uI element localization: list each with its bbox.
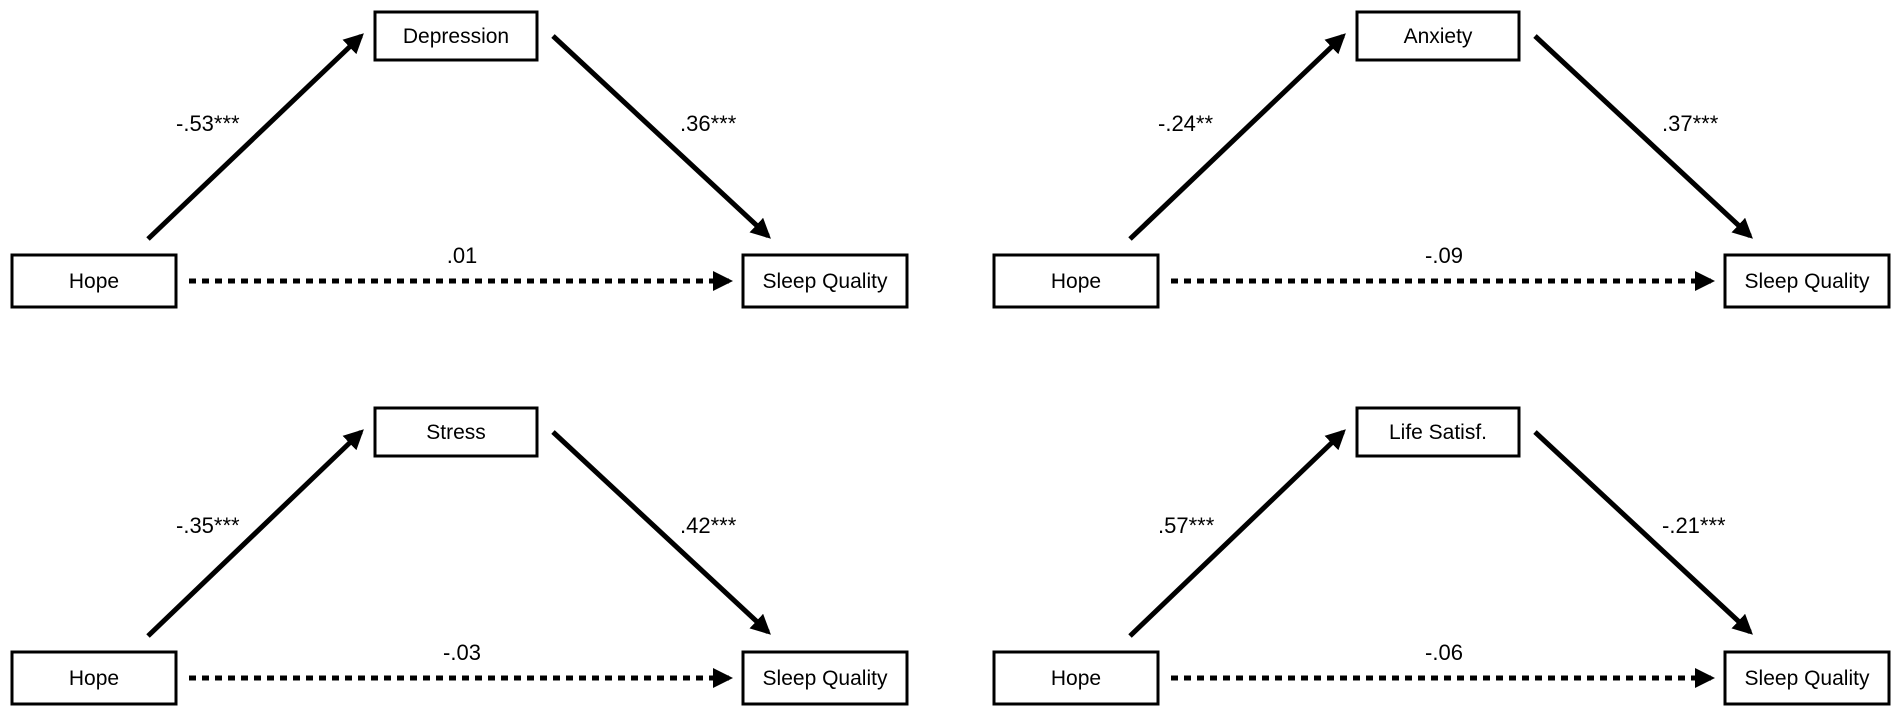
outcome-box	[1723, 253, 1891, 309]
a-path-arrow	[1128, 33, 1346, 241]
b-path-coefficient: .36***	[680, 111, 737, 136]
b-path-coefficient: .42***	[680, 513, 737, 538]
b-path-coefficient: -.21***	[1662, 513, 1726, 538]
predictor-label: Hope	[1051, 667, 1101, 690]
mediator-label: Anxiety	[1404, 25, 1473, 48]
b-path-arrow	[1533, 34, 1753, 239]
predictor-label: Hope	[69, 667, 119, 690]
a-path-coefficient: -.24**	[1158, 111, 1213, 136]
mediator-label: Stress	[426, 421, 486, 444]
a-path-arrow	[1128, 429, 1346, 638]
outcome-label: Sleep Quality	[1745, 270, 1870, 293]
mediation-panel: Life Satisf. Hope Sleep Quality .57*** -…	[992, 406, 1891, 706]
b-path-coefficient: .37***	[1662, 111, 1719, 136]
mediator-box	[373, 10, 539, 62]
predictor-box	[10, 253, 178, 309]
direct-path-coefficient: -.03	[443, 640, 481, 665]
mediation-panel: Anxiety Hope Sleep Quality -.24** .37***…	[992, 10, 1891, 309]
mediation-panel: Stress Hope Sleep Quality -.35*** .42***…	[10, 406, 909, 706]
outcome-label: Sleep Quality	[763, 270, 888, 293]
predictor-label: Hope	[1051, 270, 1101, 293]
predictor-box	[992, 253, 1160, 309]
mediator-box	[373, 406, 539, 458]
mediation-panel: Depression Hope Sleep Quality -.53*** .3…	[10, 10, 909, 309]
mediator-box	[1355, 10, 1521, 62]
a-path-coefficient: .57***	[1158, 513, 1215, 538]
direct-path-coefficient: -.06	[1425, 640, 1463, 665]
direct-path-coefficient: -.09	[1425, 243, 1463, 268]
outcome-label: Sleep Quality	[763, 667, 888, 690]
outcome-box	[1723, 650, 1891, 706]
b-path-arrow	[551, 430, 771, 635]
direct-path-coefficient: .01	[447, 243, 478, 268]
b-path-arrow	[551, 34, 771, 239]
predictor-label: Hope	[69, 270, 119, 293]
a-path-arrow	[146, 429, 364, 638]
predictor-box	[10, 650, 178, 706]
mediator-box	[1355, 406, 1521, 458]
outcome-box	[741, 253, 909, 309]
outcome-label: Sleep Quality	[1745, 667, 1870, 690]
mediator-label: Depression	[403, 25, 509, 48]
a-path-arrow	[146, 33, 364, 241]
mediator-label: Life Satisf.	[1389, 421, 1487, 444]
a-path-coefficient: -.35***	[176, 513, 240, 538]
b-path-arrow	[1533, 430, 1753, 635]
a-path-coefficient: -.53***	[176, 111, 240, 136]
outcome-box	[741, 650, 909, 706]
predictor-box	[992, 650, 1160, 706]
